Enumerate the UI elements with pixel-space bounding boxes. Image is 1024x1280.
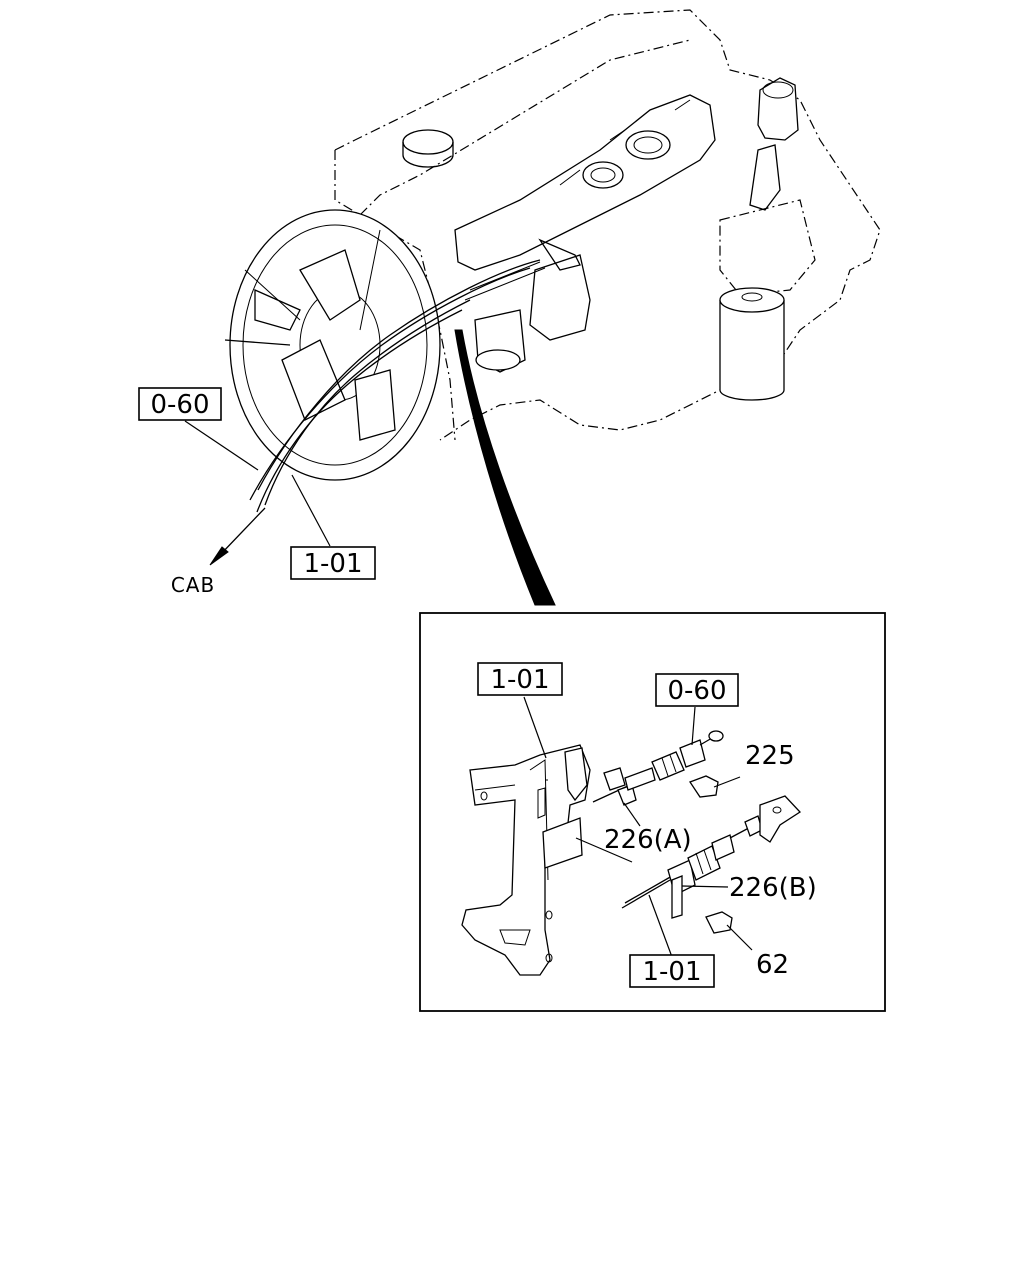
ref-callout-0-60-detail: 0-60 <box>655 673 739 707</box>
ref-label-1-01-detail: 1-01 <box>490 665 549 695</box>
upper-cable-assembly <box>592 730 724 806</box>
ref-label-1-01-detail-bottom: 1-01 <box>642 957 701 987</box>
control-cables <box>209 259 556 606</box>
engine-illustration <box>224 9 881 481</box>
cab-label: CAB <box>171 573 215 597</box>
part-label-225: 225 <box>745 741 795 771</box>
mounting-bracket <box>461 744 591 976</box>
ref-callout-1-01-top: 1-01 <box>290 474 376 580</box>
ref-label-0-60-detail: 0-60 <box>667 676 726 706</box>
part-label-226a: 226(A) <box>604 825 692 855</box>
ref-callout-1-01-detail-top: 1-01 <box>477 662 563 696</box>
ref-label-0-60: 0-60 <box>150 390 209 420</box>
ref-callout-1-01-detail-bottom: 1-01 <box>629 954 715 988</box>
ref-label-1-01: 1-01 <box>303 549 362 579</box>
part-label-62: 62 <box>756 950 789 980</box>
ref-callout-0-60-top: 0-60 <box>138 387 259 471</box>
detail-view: 1-01 0-60 225 226(A) 226(B) 1-01 62 <box>419 612 886 1012</box>
lower-cable-assembly <box>621 795 802 934</box>
part-label-226b: 226(B) <box>729 873 817 903</box>
